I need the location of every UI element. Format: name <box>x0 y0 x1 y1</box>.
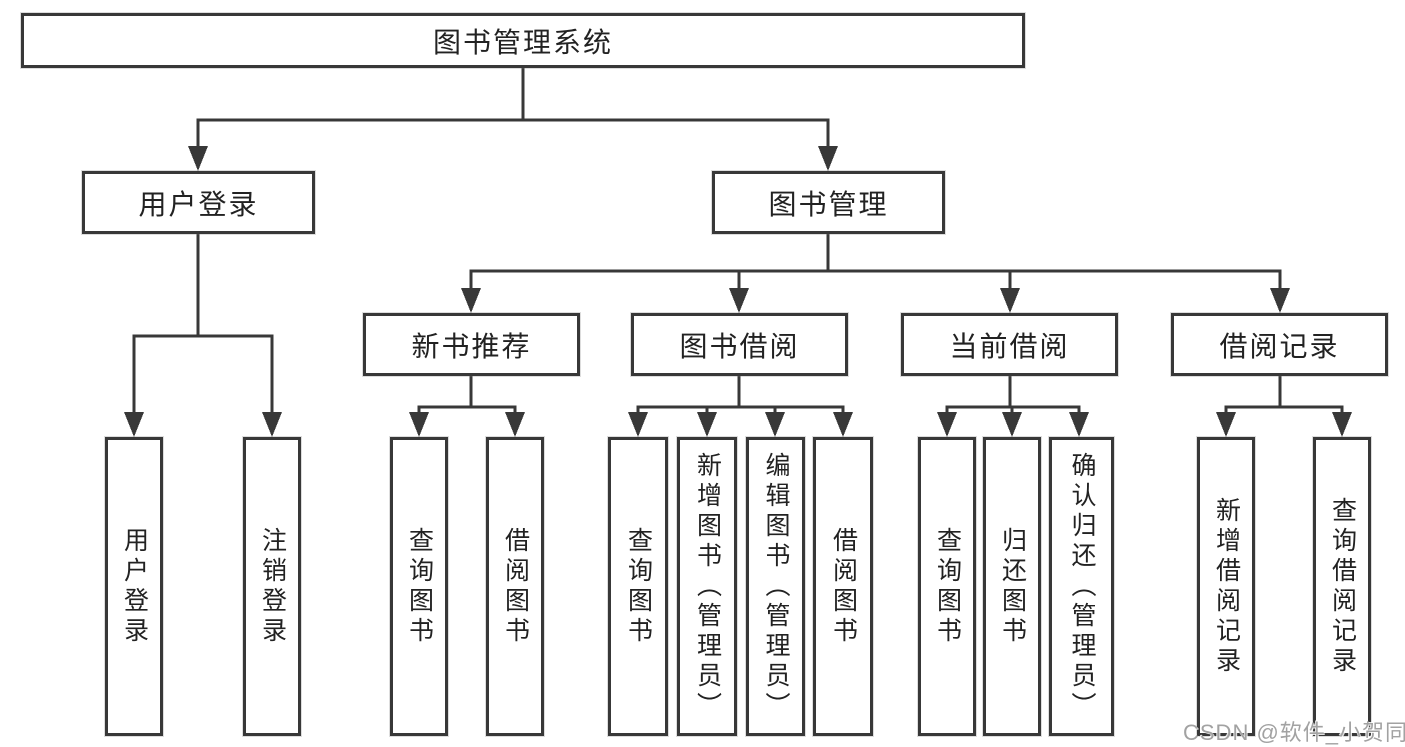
node-label: 用户登录 <box>138 188 259 220</box>
leaf-current-search-books: 查询图书 <box>918 437 976 736</box>
leaf-borrowing-search-books: 查询图书 <box>608 437 668 736</box>
node-label: 注销登录 <box>258 526 287 647</box>
leaf-user-login: 用户登录 <box>105 437 163 736</box>
leaf-logout: 注销登录 <box>243 437 301 736</box>
connector-current-borrowing-to-leaves <box>937 376 1089 437</box>
leaf-records-add-record: 新增借阅记录 <box>1197 437 1255 736</box>
node-label: 借阅记录 <box>1219 330 1340 362</box>
node-label: 编辑图书（管理员） <box>762 451 790 722</box>
node-label: 新增图书（管理员） <box>693 451 722 722</box>
node-label: 借阅图书 <box>501 526 530 647</box>
node-borrowing-records: 借阅记录 <box>1171 313 1388 376</box>
node-label: 确认归还（管理员） <box>1068 451 1096 722</box>
leaf-current-confirm-return-admin: 确认归还（管理员） <box>1049 437 1114 736</box>
node-label: 图书管理 <box>768 188 889 220</box>
node-book-management: 图书管理 <box>712 171 945 234</box>
node-book-borrowing: 图书借阅 <box>631 313 848 376</box>
leaf-newbook-search-books: 查询图书 <box>390 437 448 736</box>
node-label: 新增借阅记录 <box>1212 496 1241 677</box>
node-label: 图书管理系统 <box>432 26 613 58</box>
node-label: 当前借阅 <box>949 330 1070 362</box>
connector-borrowing-records-to-leaves <box>1216 376 1352 437</box>
leaf-borrowing-edit-books-admin: 编辑图书（管理员） <box>746 437 805 736</box>
node-label: 用户登录 <box>120 526 149 647</box>
connector-new-book-to-leaves <box>409 376 525 437</box>
connector-root-to-level2 <box>188 68 838 171</box>
node-label: 查询图书 <box>405 526 434 647</box>
node-user-login: 用户登录 <box>82 171 315 234</box>
leaf-borrowing-add-books-admin: 新增图书（管理员） <box>677 437 737 736</box>
node-label: 图书借阅 <box>679 330 800 362</box>
node-current-borrowing: 当前借阅 <box>901 313 1118 376</box>
leaf-borrowing-borrow-books: 借阅图书 <box>813 437 873 736</box>
node-label: 查询图书 <box>624 526 653 647</box>
leaf-newbook-borrow-books: 借阅图书 <box>486 437 544 736</box>
node-label: 归还图书 <box>998 526 1027 647</box>
connector-book-management-to-level3 <box>461 234 1290 313</box>
connector-user-login-to-leaves <box>124 234 282 437</box>
node-label: 查询借阅记录 <box>1328 496 1357 677</box>
node-new-book-recommendation: 新书推荐 <box>363 313 580 376</box>
connector-book-borrowing-to-leaves <box>628 376 853 437</box>
node-label: 借阅图书 <box>829 526 858 647</box>
node-library-management-system: 图书管理系统 <box>21 13 1025 68</box>
node-label: 查询图书 <box>933 526 962 647</box>
leaf-current-return-books: 归还图书 <box>983 437 1041 736</box>
csdn-watermark: CSDN @软件_小贺同学 <box>1183 720 1405 745</box>
node-label: 新书推荐 <box>411 330 532 362</box>
leaf-records-search-record: 查询借阅记录 <box>1313 437 1371 736</box>
